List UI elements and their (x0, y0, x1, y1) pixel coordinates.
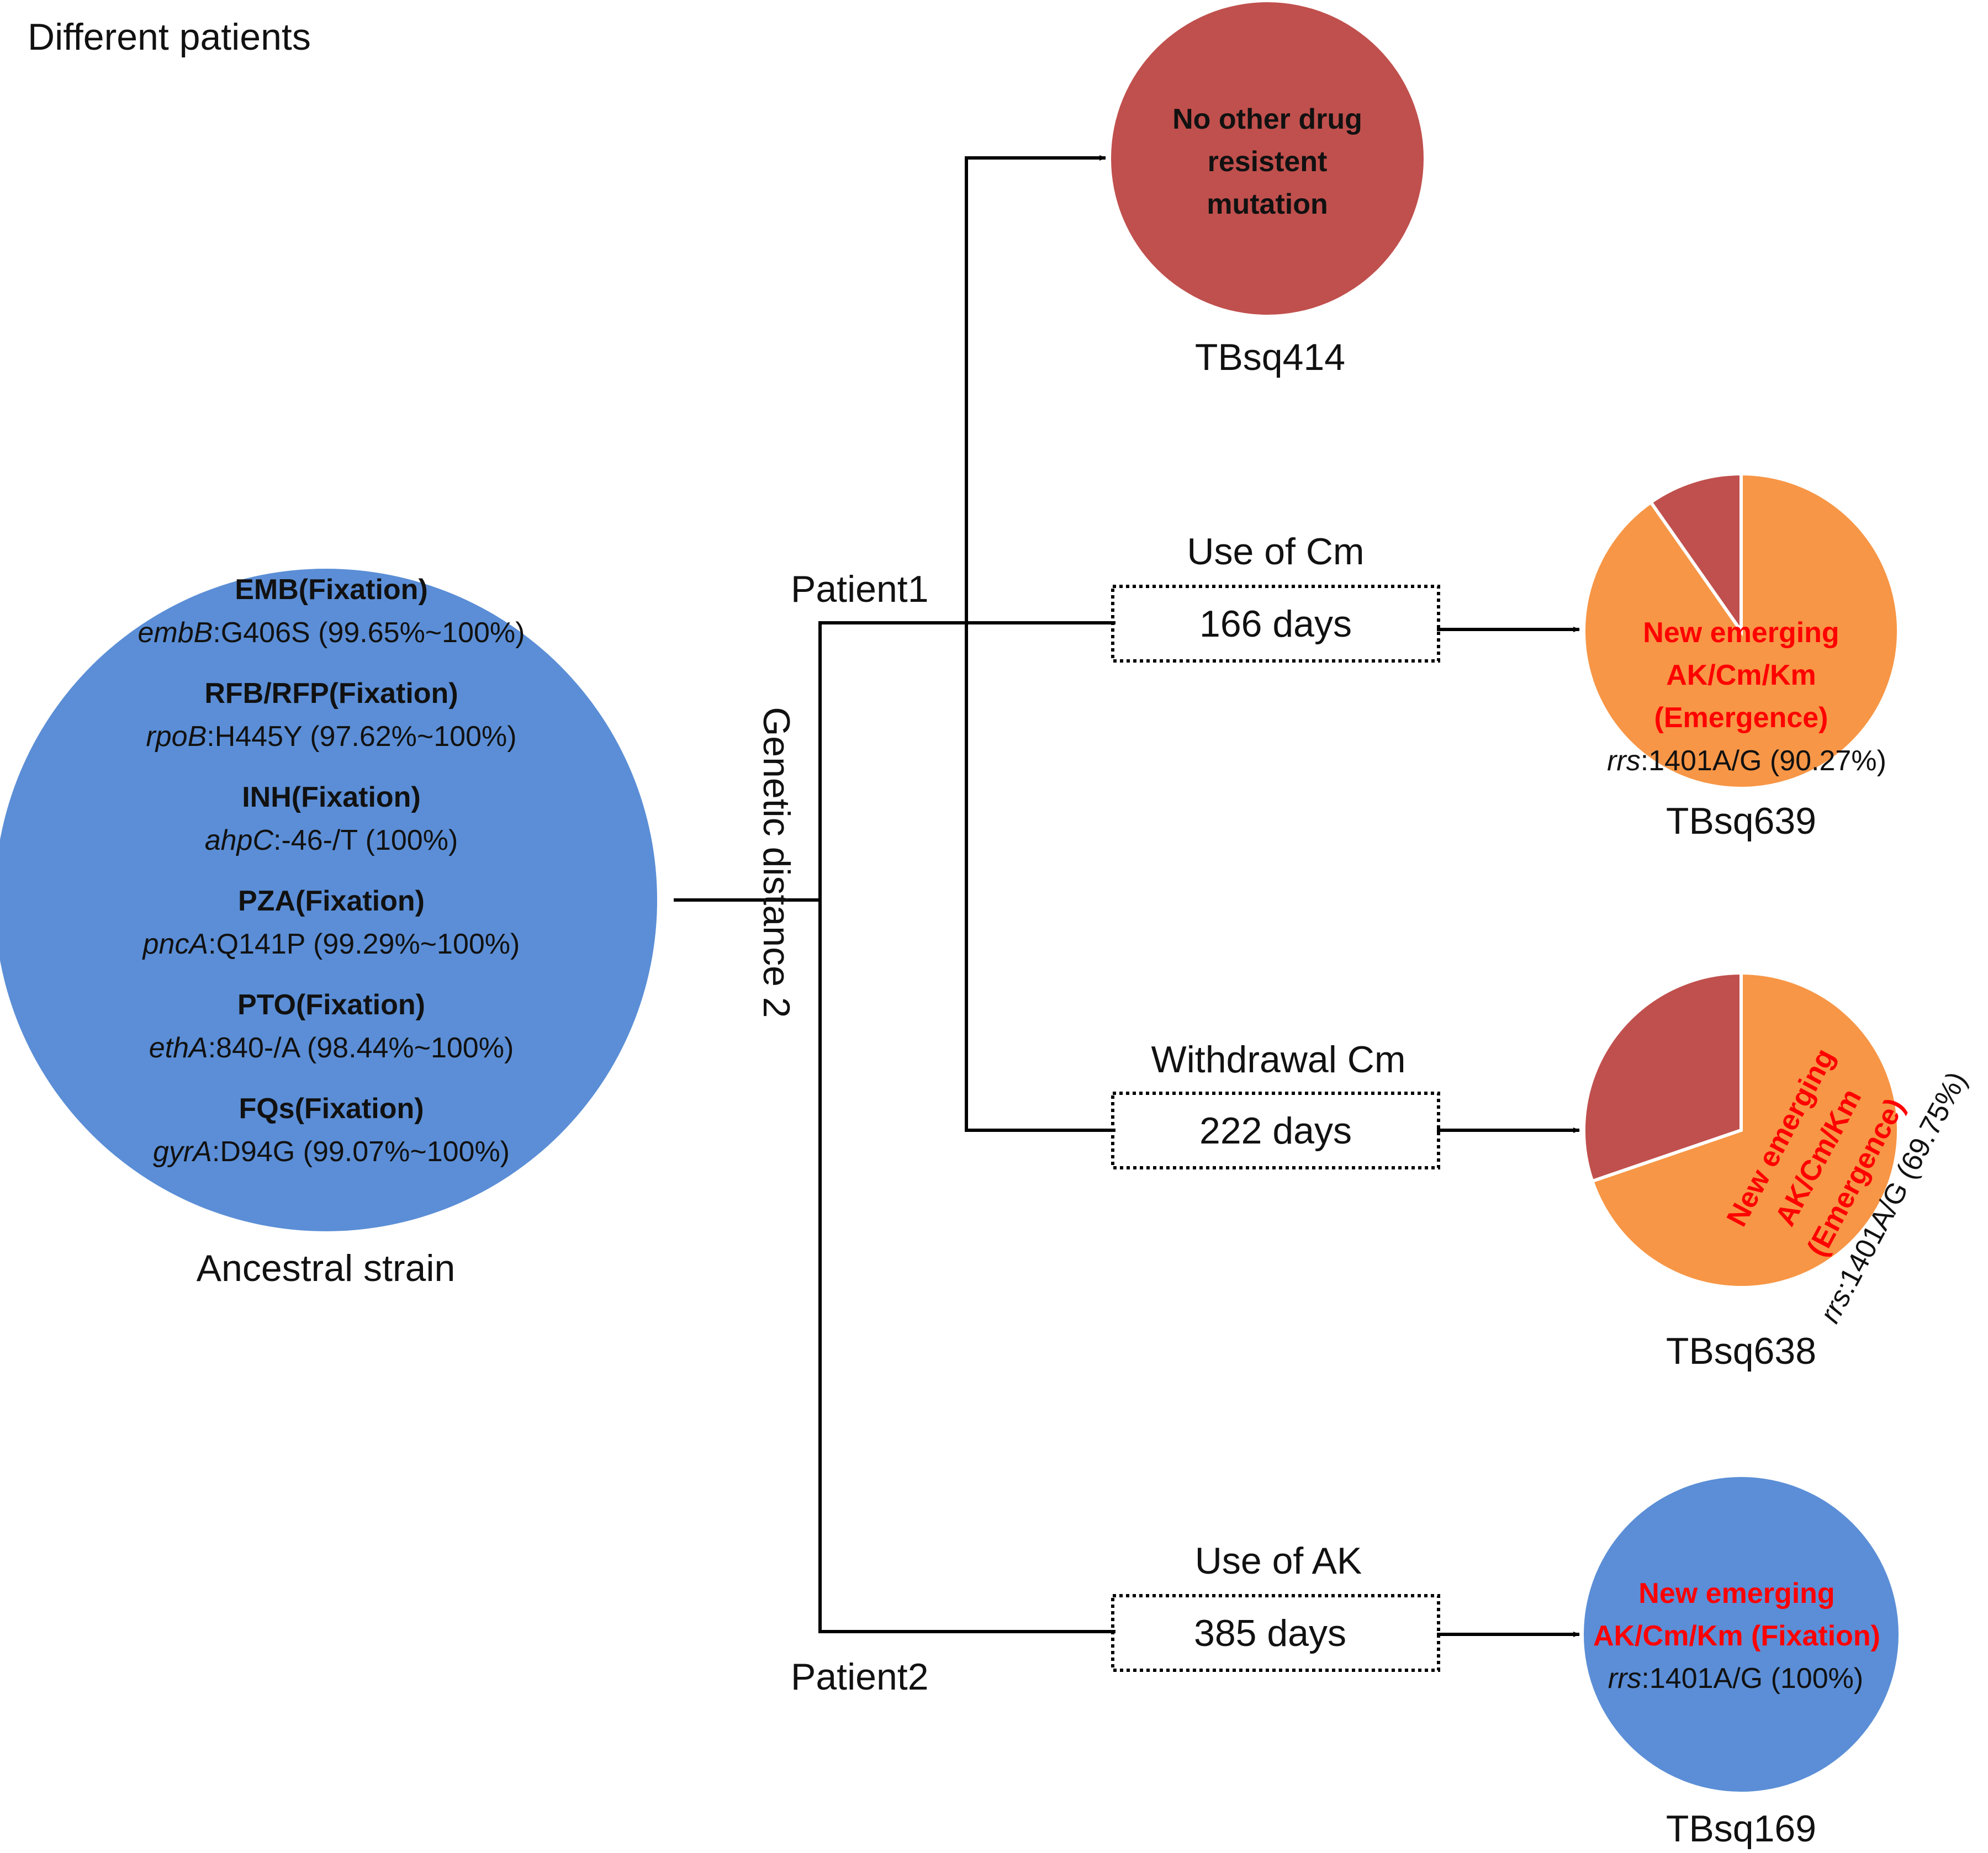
tbsq639-caption: TBsq639 (1666, 800, 1816, 842)
tbsq639-line-2: AK/Cm/Km (1666, 659, 1816, 691)
ancestral-caption: Ancestral strain (197, 1247, 456, 1289)
tbsq638-pie-wildtype-slice (1582, 971, 1743, 1184)
ancestral-mutation-5: ethA:840-/A (98.44%~100%) (149, 1032, 514, 1064)
tbsq638-treatment-label: Withdrawal Cm (1151, 1039, 1406, 1081)
tbsq169-line-1: New emerging (1638, 1577, 1834, 1610)
tbsq414-label: No other drug resistent mutation (1172, 103, 1362, 220)
ancestral-mutation-3: ahpC:-46-/T (100%) (205, 824, 458, 856)
tbsq414-circle (1111, 2, 1424, 315)
ancestral-drug-2: RFB/RFP(Fixation) (204, 677, 458, 710)
tbsq638-pie (1582, 971, 1900, 1289)
ancestral-mutation-2: rpoB:H445Y (97.62%~100%) (146, 721, 516, 753)
genetic-distance-label: Genetic distance 2 (755, 707, 797, 1018)
tbsq414-caption: TBsq414 (1195, 336, 1345, 378)
connector-lines (674, 155, 1580, 1637)
ancestral-drug-6: FQs(Fixation) (239, 1093, 424, 1125)
tbsq638-days-box (1111, 1092, 1440, 1169)
ancestral-drug-1: EMB(Fixation) (235, 574, 428, 606)
tbsq639-line-1: New emerging (1643, 617, 1839, 649)
tbsq169-mutation: rrs:1401A/G (100%) (1608, 1663, 1863, 1695)
tbsq639-days: 166 days (1199, 603, 1352, 645)
tbsq414-line-1: No other drug (1172, 103, 1362, 135)
ancestral-drug-3: INH(Fixation) (242, 781, 421, 813)
tbsq414-line-3: mutation (1207, 188, 1328, 220)
tbsq169-line-2: AK/Cm/Km (Fixation) (1593, 1620, 1880, 1652)
tbsq414-line-2: resistent (1208, 146, 1328, 178)
tbsq639-days-box (1111, 585, 1440, 663)
tbsq639-treatment-label: Use of Cm (1187, 531, 1364, 573)
tbsq638-pie-mutant-slice (1590, 971, 1900, 1289)
tbsq169-circle (1584, 1477, 1899, 1792)
patient2-label: Patient2 (791, 1656, 929, 1698)
tbsq639-pie-wildtype-slice (1648, 472, 1743, 637)
ancestral-drug-5: PTO(Fixation) (237, 989, 425, 1021)
ancestral-mutation-4: pncA:Q141P (99.29%~100%) (142, 928, 520, 960)
tbsq639-label: New emerging AK/Cm/Km (Emergence) (1643, 617, 1839, 734)
ancestral-mutation-1: embB:G406S (99.65%~100%) (138, 617, 525, 649)
tbsq638-days: 222 days (1199, 1110, 1352, 1152)
tbsq638-caption: TBsq638 (1666, 1330, 1816, 1372)
ancestral-strain-circle (0, 569, 657, 1231)
ancestral-mutation-6: gyrA:D94G (99.07%~100%) (153, 1136, 510, 1168)
tbsq639-pie-mutant-slice (1582, 472, 1900, 790)
header-title: Different patients (28, 16, 311, 58)
tbsq639-mutation: rrs:1401A/G (90.27%) (1607, 745, 1886, 777)
ancestral-drug-4: PZA(Fixation) (238, 885, 425, 917)
tbsq169-days-box (1111, 1594, 1440, 1672)
tbsq169-caption: TBsq169 (1666, 1808, 1816, 1850)
tbsq639-pie (1582, 472, 1900, 790)
patient1-label: Patient1 (791, 568, 929, 610)
ancestral-mutation-list: EMB(Fixation) embB:G406S (99.65%~100%) R… (138, 574, 525, 1168)
tbsq169-treatment-label: Use of AK (1195, 1540, 1362, 1582)
tbsq639-line-3: (Emergence) (1654, 702, 1828, 734)
tbsq169-label: New emerging AK/Cm/Km (Fixation) (1593, 1577, 1880, 1652)
tbsq169-days: 385 days (1194, 1612, 1346, 1654)
